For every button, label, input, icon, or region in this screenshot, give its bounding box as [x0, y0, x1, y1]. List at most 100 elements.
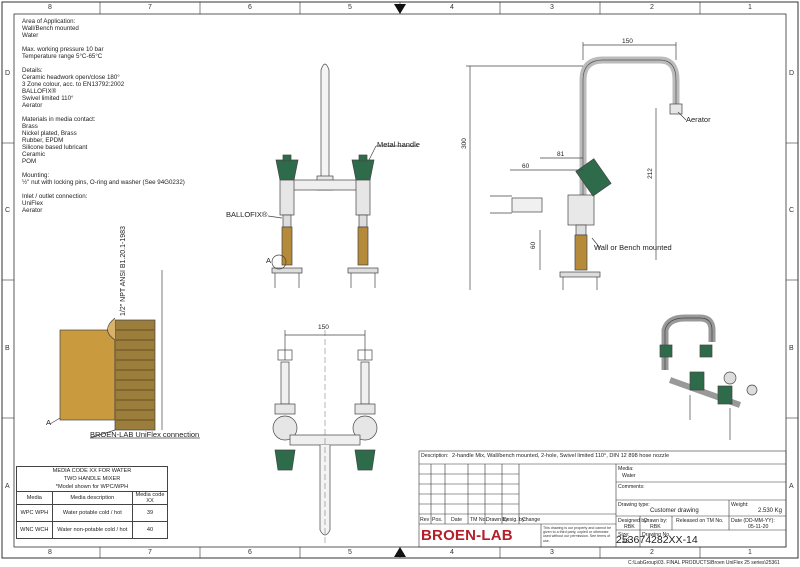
date-value: 05-11-20 [748, 524, 769, 530]
company-logo: BROEN-LAB [421, 527, 513, 544]
spec-line: ½" nut with locking pins, O-ring and was… [22, 179, 185, 186]
spec-line: UniFlex [22, 200, 43, 207]
rev-header: Rev [420, 517, 430, 523]
media-label: Media: [618, 466, 634, 472]
column-number: 8 [48, 549, 52, 556]
row-letter: D [789, 70, 795, 77]
size-label: Size: [618, 532, 630, 538]
rev-header: Change [522, 517, 541, 523]
dimension-150-top: 150 [318, 324, 329, 331]
date-label: Date (DD-MM-YY): [731, 518, 775, 524]
column-number: 5 [348, 4, 352, 11]
rev-header: Pos. [432, 517, 443, 523]
spec-line: Swivel limited 110° [22, 95, 74, 102]
detail-a-marker: A [46, 418, 52, 427]
thread-spec-label: 1/2" NPT ANSI B1.20.1-1983 [120, 226, 127, 316]
column-number: 3 [550, 549, 554, 556]
drawing-type-label: Drawing type: [618, 502, 650, 508]
section-a-marker: A [266, 256, 272, 265]
spec-line: Mounting: [22, 172, 50, 179]
rev-header: TM No. [470, 517, 488, 523]
table-header: Media description [51, 491, 134, 505]
dimension-300: 300 [460, 138, 468, 149]
spec-line: Inlet / outlet connection: [22, 193, 88, 200]
spec-line: Area of Application: [22, 18, 76, 25]
column-number: 6 [248, 549, 252, 556]
spec-line: Wall/Bench mounted [22, 25, 79, 32]
row-letter: B [789, 345, 794, 352]
description-text: 2-handle Mix, Wall/bench mounted, 2-hole… [452, 453, 670, 459]
row-letter: A [789, 483, 794, 490]
spec-line: Aerator [22, 207, 43, 214]
mounting-label: Wall or Bench mounted [594, 243, 672, 252]
table-row: WPC WPH Water potable cold / hot 39 [16, 504, 168, 522]
drawn-by-label: Drawn by: [644, 518, 668, 524]
column-number: 2 [650, 549, 654, 556]
media-value: Water [622, 473, 636, 479]
uniflex-connection-label: BROEN-LAB UniFlex connection [90, 430, 200, 439]
front-view [267, 63, 418, 288]
isometric-view [659, 314, 758, 440]
ballofix-label: BALLOFIX® [226, 210, 268, 219]
spec-line: Water [22, 32, 39, 39]
row-letter: D [5, 70, 11, 77]
table-note: *Model shown for WPC/WPH [16, 483, 168, 492]
released-label: Released on TM No. [676, 518, 724, 524]
spec-line: Ceramic [22, 151, 46, 158]
column-number: 4 [450, 4, 454, 11]
spec-line: Brass [22, 123, 38, 130]
column-number: 8 [48, 4, 52, 11]
drawing-type-value: Customer drawing [650, 508, 699, 514]
designed-by-label: Designed by: [618, 518, 649, 524]
dimension-212: 212 [646, 168, 654, 179]
rev-header: Drawn by: [486, 517, 510, 523]
size-value: A3 [622, 539, 630, 545]
weight-value: 2.530 Kg [758, 508, 783, 514]
table-header: Media [16, 491, 53, 505]
metal-handle-label: Metal handle [377, 140, 420, 149]
row-letter: A [5, 483, 10, 490]
spec-line: Aerator [22, 102, 43, 109]
row-letter: C [789, 207, 795, 214]
spec-line: POM [22, 158, 37, 165]
column-number: 2 [650, 4, 654, 11]
spec-line: Rubber, EPDM [22, 137, 64, 144]
dimension-81: 81 [557, 151, 565, 158]
legal-notice: This drawing is our property and cannot … [543, 526, 612, 543]
column-number: 1 [748, 549, 752, 556]
file-path: C:\LabGroup\03. FINAL PRODUCTS\Broen Uni… [628, 560, 780, 566]
spec-line [22, 186, 185, 193]
spec-line [22, 39, 185, 46]
column-number: 7 [148, 549, 152, 556]
rev-header: Date [451, 517, 462, 523]
media-code-table: MEDIA CODE XX FOR WATER TWO HANDLE MIXER… [16, 466, 168, 539]
spec-line [22, 60, 185, 67]
table-header: Media code XX [132, 491, 168, 505]
description-label: Description: [421, 453, 449, 459]
document-number: 253674282XX-14 [616, 534, 698, 546]
spec-line: Ceramic headwork open/close 180° [22, 74, 120, 81]
row-letter: C [5, 207, 11, 214]
column-number: 7 [148, 4, 152, 11]
column-number: 5 [348, 549, 352, 556]
row-letter: B [5, 345, 10, 352]
spec-line: Max. working pressure 10 bar [22, 46, 104, 53]
spec-line [22, 109, 185, 116]
drawing-number-label: Drawing No. [642, 532, 671, 538]
column-number: 3 [550, 4, 554, 11]
aerator-label: Aerator [686, 115, 711, 124]
top-view [272, 330, 378, 545]
spec-line: Temperature range 5°C-65°C [22, 53, 103, 60]
drawn-by-value: RBK [650, 524, 661, 530]
rev-header: Desig. by: [503, 517, 527, 523]
title-block-frame [418, 450, 787, 548]
table-title: MEDIA CODE XX FOR WATER [16, 466, 168, 475]
side-view [466, 42, 687, 290]
spec-line: Silicone based lubricant [22, 144, 88, 151]
spec-line: Nickel plated, Brass [22, 130, 77, 137]
spec-line: Materials in media contact: [22, 116, 96, 123]
spec-line: 3 Zone colour, acc. to EN13792:2002 [22, 81, 125, 88]
comments-label: Comments: [618, 484, 645, 490]
